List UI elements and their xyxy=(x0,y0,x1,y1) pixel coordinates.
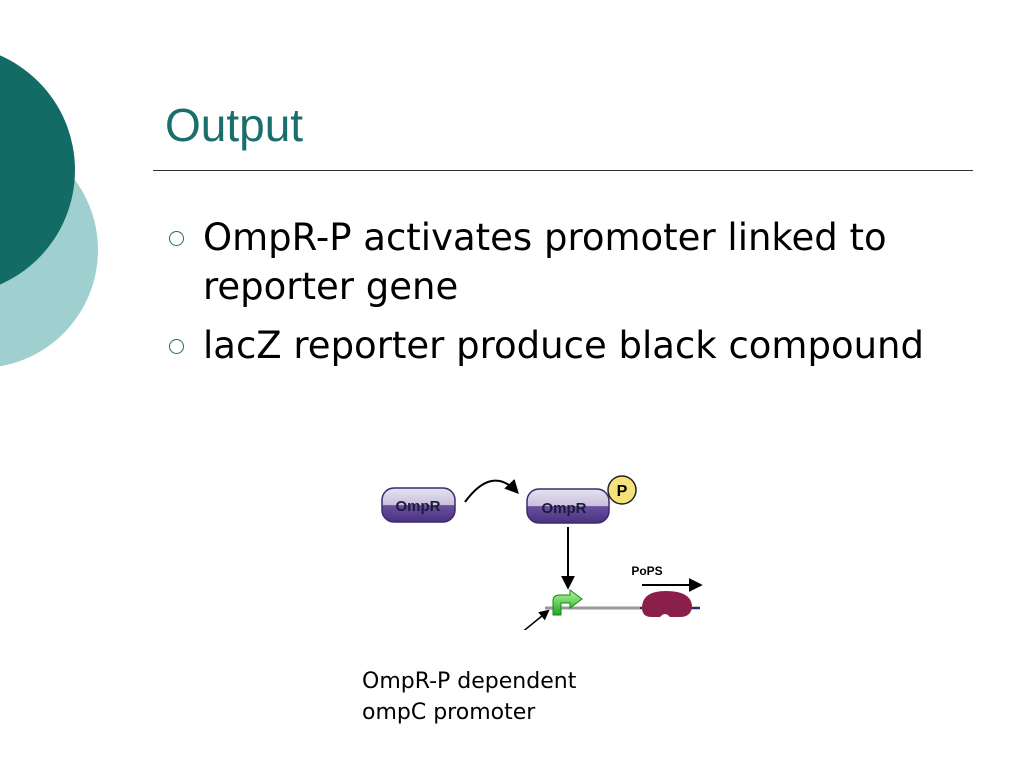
reporter-gene-icon xyxy=(642,591,692,617)
phosphate-label: P xyxy=(617,483,628,500)
bullet-circle-icon xyxy=(169,339,184,354)
promoter-icon xyxy=(552,589,583,616)
bullet-item: lacZ reporter produce black compound xyxy=(165,321,965,370)
slide-title: Output xyxy=(165,99,304,151)
decorative-circles xyxy=(0,55,98,367)
bullet-circle-icon xyxy=(169,231,184,246)
bullet-item: OmpR-P activates promoter linked to repo… xyxy=(165,213,965,311)
bullet-text: OmpR-P activates promoter linked to repo… xyxy=(203,216,887,308)
ompr-protein-right: OmpR xyxy=(526,488,610,524)
dark-teal-circle xyxy=(0,55,75,285)
pops-label: PoPS xyxy=(631,564,662,578)
ompr-left-label: OmpR xyxy=(396,498,441,515)
ompr-pathway-diagram: OmpR OmpR P PoPS xyxy=(381,475,703,630)
title-divider xyxy=(153,170,973,171)
bullet-list: OmpR-P activates promoter linked to repo… xyxy=(165,213,965,380)
caption-pointer-line xyxy=(523,609,550,630)
caption-line-1: OmpR-P dependent xyxy=(362,669,577,694)
bullet-text: lacZ reporter produce black compound xyxy=(203,324,924,367)
caption-line-2: ompC promoter xyxy=(362,700,536,725)
promoter-caption: OmpR-P dependent ompC promoter xyxy=(362,666,576,728)
phosphorylation-arrow xyxy=(464,479,519,503)
phosphate-badge: P xyxy=(607,475,637,505)
ompr-right-label: OmpR xyxy=(542,500,587,517)
ompr-protein-left: OmpR xyxy=(381,487,456,523)
